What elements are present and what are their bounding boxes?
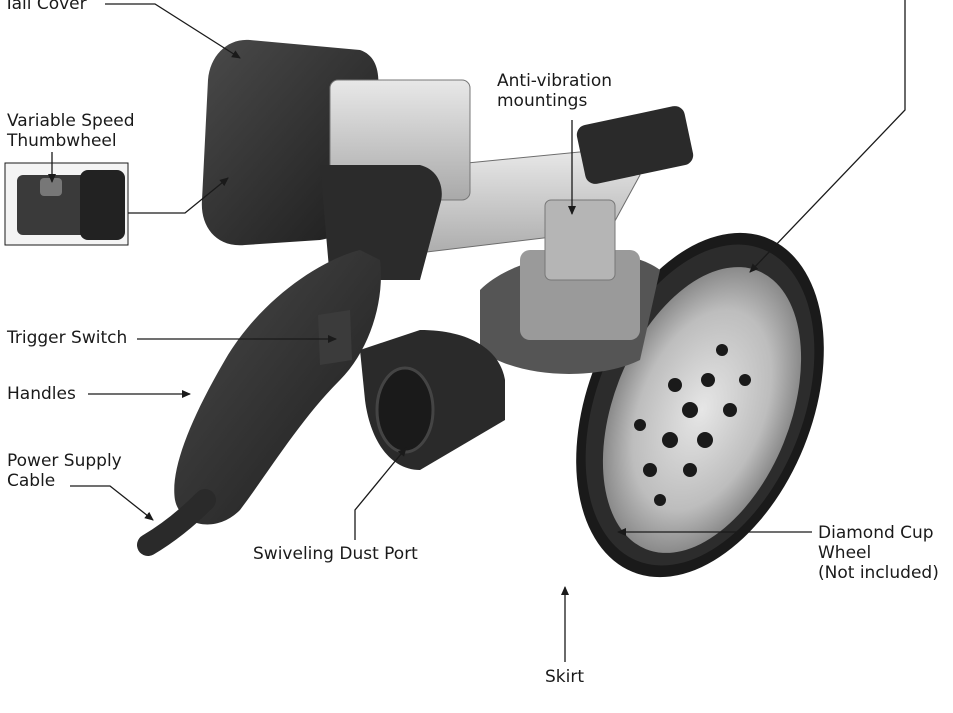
label-tail-cover: Tail Cover bbox=[4, 0, 87, 14]
leader-thumbwheel-inset bbox=[128, 177, 229, 214]
handle bbox=[174, 250, 381, 525]
dust-port-shape bbox=[360, 330, 505, 470]
label-line: Variable Speed bbox=[7, 111, 135, 131]
label-skirt: Skirt bbox=[545, 667, 585, 687]
label-line: mountings bbox=[497, 91, 588, 111]
label-trigger-switch: Trigger Switch bbox=[7, 328, 128, 348]
label-anti-vibration-mountings: Anti-vibration mountings bbox=[497, 71, 612, 111]
leader-tail-cover bbox=[105, 3, 241, 59]
label-line: Diamond Cup bbox=[818, 523, 934, 543]
leader-power bbox=[70, 485, 154, 521]
label-line: Wheel bbox=[818, 543, 872, 563]
label-line: (Not included) bbox=[818, 563, 939, 583]
leader-top-right bbox=[749, 0, 906, 273]
leader-lines bbox=[48, 0, 906, 662]
trigger-shape bbox=[318, 310, 352, 365]
power-cable bbox=[137, 489, 216, 556]
label-power-supply-cable: Power Supply Cable bbox=[7, 451, 122, 491]
disc-holes bbox=[634, 344, 751, 506]
label-line: Power Supply bbox=[7, 451, 122, 471]
leader-dust-port bbox=[354, 447, 407, 540]
label-line: Thumbwheel bbox=[7, 131, 117, 151]
label-line: Cable bbox=[7, 471, 56, 491]
label-swiveling-dust-port: Swiveling Dust Port bbox=[253, 544, 418, 564]
label-handles: Handles bbox=[7, 384, 76, 404]
label-variable-speed-thumbwheel: Variable Speed Thumbwheel bbox=[7, 111, 135, 151]
thumbwheel-inset bbox=[4, 162, 129, 246]
label-diamond-cup-wheel: Diamond Cup Wheel (Not included) bbox=[818, 523, 939, 583]
tail-housing bbox=[201, 39, 471, 280]
label-line: Anti-vibration bbox=[497, 71, 613, 91]
